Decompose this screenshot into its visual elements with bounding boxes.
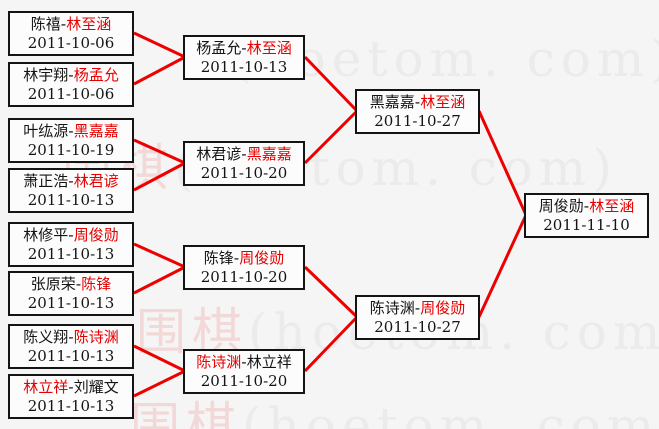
match-players: 林宇翔-杨孟允 xyxy=(23,66,119,84)
match-date: 2011-10-13 xyxy=(27,245,115,263)
watermark-cjk: 围棋 xyxy=(130,397,242,429)
winner-name: 周俊勋 xyxy=(239,249,285,267)
match-players: 周俊勋-林至涵 xyxy=(538,197,635,215)
match-box-r2-4: 陈诗渊-林立祥 2011-10-20 xyxy=(183,349,305,394)
winner-name: 林至涵 xyxy=(66,15,112,33)
match-date: 2011-10-06 xyxy=(27,85,115,103)
connector-line xyxy=(477,110,528,216)
match-box-sf-2: 陈诗渊-周俊勋 2011-10-27 xyxy=(355,295,480,340)
winner-name: 林君谚 xyxy=(73,172,119,190)
match-date: 2011-10-13 xyxy=(200,58,288,76)
winner-name: 陈诗渊 xyxy=(196,353,242,371)
match-date: 2011-10-13 xyxy=(27,294,115,312)
match-date: 2011-10-20 xyxy=(200,372,288,390)
connector-line xyxy=(303,315,359,373)
match-date: 2011-10-13 xyxy=(27,397,115,415)
winner-name: 杨孟允 xyxy=(73,66,119,84)
connector-line xyxy=(477,214,528,318)
match-players: 陈禧-林至涵 xyxy=(30,15,112,33)
match-box-r1-1: 陈禧-林至涵 2011-10-06 xyxy=(8,11,134,56)
match-players: 陈诗渊-林立祥 xyxy=(196,353,292,371)
winner-name: 黑嘉嘉 xyxy=(73,122,119,140)
match-box-r2-1: 杨孟允-林至涵 2011-10-13 xyxy=(183,35,305,80)
match-date: 2011-10-19 xyxy=(27,141,115,159)
winner-name: 陈诗渊 xyxy=(73,328,119,346)
connector-line xyxy=(133,369,186,398)
match-box-r1-7: 陈义翔-陈诗渊 2011-10-13 xyxy=(8,324,134,369)
match-box-r1-4: 萧正浩-林君谚 2011-10-13 xyxy=(8,168,134,213)
watermark: 围棋(hoetom. com) xyxy=(130,386,659,429)
match-date: 2011-10-13 xyxy=(27,191,115,209)
match-date: 2011-10-27 xyxy=(374,112,461,130)
winner-name: 黑嘉嘉 xyxy=(246,145,292,163)
connector-line xyxy=(133,265,186,295)
winner-name: 林至涵 xyxy=(420,93,466,111)
winner-name: 周俊勋 xyxy=(73,226,119,244)
match-date: 2011-10-13 xyxy=(27,347,115,365)
match-box-r2-3: 陈锋-周俊勋 2011-10-20 xyxy=(183,245,305,290)
connector-line xyxy=(133,55,186,86)
winner-name: 林立祥 xyxy=(23,378,69,396)
connector-line xyxy=(133,242,186,269)
connector-line xyxy=(133,161,186,192)
match-players: 陈锋-周俊勋 xyxy=(203,249,285,267)
match-box-r1-3: 叶纮源-黑嘉嘉 2011-10-19 xyxy=(8,118,134,163)
match-players: 张原荣-陈锋 xyxy=(30,275,112,293)
match-box-r1-8: 林立祥-刘耀文 2011-10-13 xyxy=(8,374,134,419)
connector-line xyxy=(303,109,359,165)
connector-line xyxy=(133,138,186,165)
match-players: 陈诗渊-周俊勋 xyxy=(369,299,466,317)
match-date: 2011-10-27 xyxy=(374,318,461,336)
match-box-final: 周俊勋-林至涵 2011-11-10 xyxy=(524,193,649,238)
connector-line xyxy=(303,55,359,113)
match-players: 林立祥-刘耀文 xyxy=(23,378,119,396)
match-players: 陈义翔-陈诗渊 xyxy=(23,328,119,346)
match-date: 2011-10-06 xyxy=(27,34,115,52)
watermark-latin: (hoetom. com) xyxy=(242,397,659,429)
match-players: 黑嘉嘉-林至涵 xyxy=(369,93,466,111)
match-box-r1-2: 林宇翔-杨孟允 2011-10-06 xyxy=(8,62,134,107)
match-date: 2011-10-20 xyxy=(200,268,288,286)
winner-name: 周俊勋 xyxy=(420,299,466,317)
winner-name: 林至涵 xyxy=(589,197,635,215)
match-players: 萧正浩-林君谚 xyxy=(23,172,119,190)
connector-line xyxy=(133,344,186,373)
match-box-r2-2: 林君谚-黑嘉嘉 2011-10-20 xyxy=(183,141,305,186)
match-date: 2011-10-20 xyxy=(200,164,288,182)
winner-name: 林至涵 xyxy=(246,39,292,57)
match-box-r1-5: 林修平-周俊勋 2011-10-13 xyxy=(8,222,134,267)
match-players: 林修平-周俊勋 xyxy=(23,226,119,244)
match-players: 叶纮源-黑嘉嘉 xyxy=(23,122,119,140)
match-players: 杨孟允-林至涵 xyxy=(196,39,292,57)
winner-name: 陈锋 xyxy=(81,275,112,293)
match-box-r1-6: 张原荣-陈锋 2011-10-13 xyxy=(8,271,134,316)
match-box-sf-1: 黑嘉嘉-林至涵 2011-10-27 xyxy=(355,89,480,134)
connector-line xyxy=(133,31,186,59)
match-date: 2011-11-10 xyxy=(543,216,630,234)
match-players: 林君谚-黑嘉嘉 xyxy=(196,145,292,163)
connector-line xyxy=(303,265,359,319)
